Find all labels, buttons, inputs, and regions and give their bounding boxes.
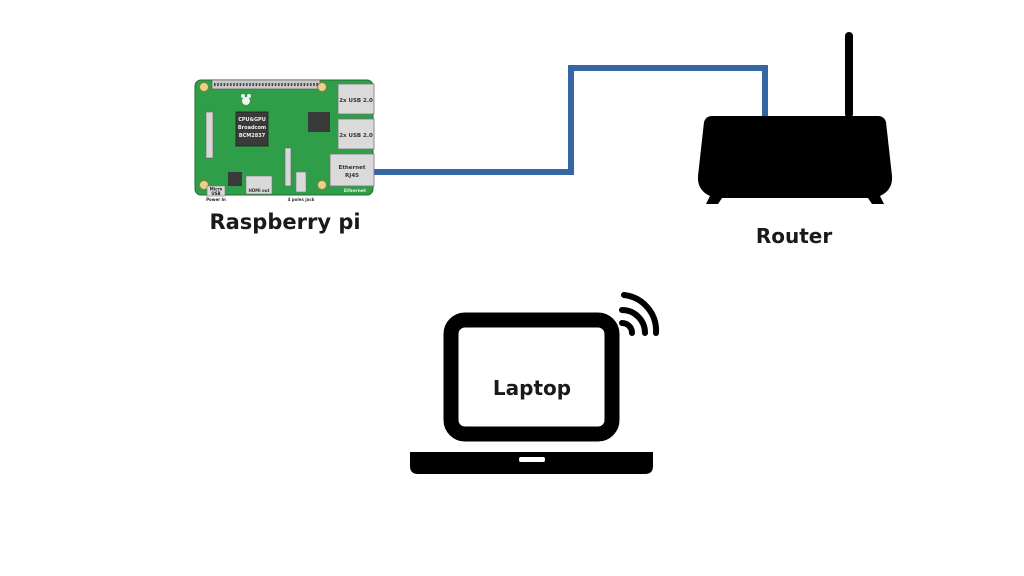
usb-top-label: 2x USB 2.0 [339,98,373,104]
laptop-base [410,452,653,474]
cpu-chip [235,111,269,147]
cpu-text-1: CPU&GPU [238,117,266,123]
hdmi-port [245,175,273,195]
micro-usb-port [206,185,226,197]
laptop-icon [410,312,653,474]
ethernet-port [329,153,375,187]
ethernet-cable [374,65,768,175]
router-label: Router [755,224,833,248]
router-antenna [845,32,853,118]
cpu-text-2: Broadcom [238,125,266,131]
power-in-label: Power In [206,197,226,202]
display-connector [205,111,214,159]
usb-bottom-label: 2x USB 2.0 [339,133,373,139]
wifi-icon [619,292,660,336]
ethernet-label-1: Ethernet [338,165,365,171]
cpu-text-3: BCM2837 [239,133,266,139]
laptop-screen [443,312,620,442]
router-icon [697,32,893,204]
hdmi-label: HDMI out [248,188,269,193]
small-chip [228,172,242,186]
usb-port-bottom [337,118,375,150]
audio-jack [295,171,307,193]
router-body [697,116,893,204]
mount-hole [199,180,209,190]
board-corner-text: Ethernet [344,188,367,194]
raspberry-pi-label: Raspberry pi [209,210,361,234]
micro-usb-label-1: Micro [210,187,223,192]
audio-label: 4 poles jack [288,197,315,202]
usb-port-top [337,83,375,115]
laptop-touchpad-notch [519,457,545,462]
laptop-label: Laptop [492,376,572,400]
camera-connector [284,147,292,187]
ethernet-label-2: RJ45 [345,173,359,179]
raspberry-pi-board: CPU&GPU Broadcom BCM2837 2x USB 2.0 2x U… [194,79,375,202]
raspberry-logo-icon [241,94,251,105]
mount-hole [317,82,327,92]
micro-usb-label-2: USB [211,191,220,196]
mount-hole [317,180,327,190]
small-chip [308,112,330,132]
mount-hole [199,82,209,92]
